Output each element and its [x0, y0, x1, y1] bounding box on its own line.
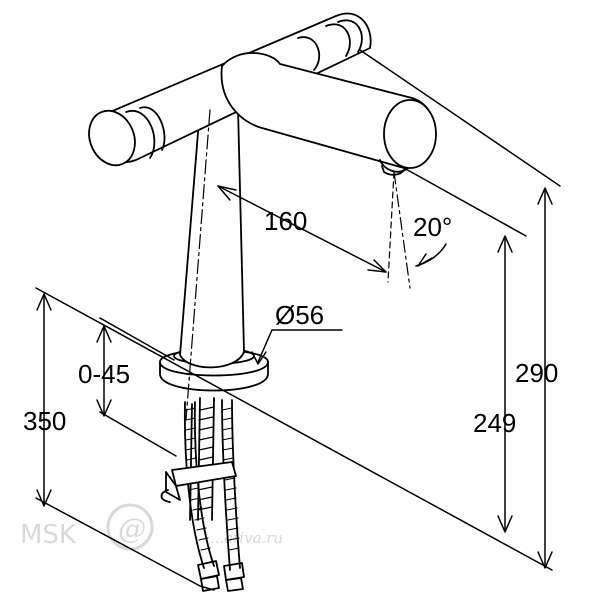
- faucet-body: [179, 107, 245, 369]
- dim-spout-reach: 160: [264, 206, 307, 236]
- spout-angle-line: [387, 171, 395, 283]
- spout-arm: [220, 52, 437, 176]
- mounting-clamp: [160, 461, 237, 503]
- dim-base-diameter: Ø56: [275, 300, 324, 330]
- watermark: MSK @ ...ativa.ru: [20, 503, 283, 551]
- watermark-brand: MSK: [20, 520, 77, 550]
- dimension-lines: [35, 49, 561, 591]
- spout-center-line: [393, 171, 411, 289]
- flexible-hose-left: [183, 401, 220, 592]
- dimension-arrows: [36, 185, 553, 569]
- body-center-line: [185, 109, 211, 421]
- dim-spout-angle: 20°: [413, 212, 452, 242]
- dimension-labels: 160 20° Ø56 0-45 350 249 290: [23, 206, 558, 438]
- dim-total-height: 290: [515, 358, 558, 388]
- watermark-at: @: [118, 512, 146, 545]
- dim-worktop-thickness: 0-45: [78, 359, 130, 389]
- dim-hose-length: 350: [23, 406, 66, 436]
- flexible-hose-right: [221, 399, 245, 592]
- dim-outlet-height: 249: [473, 408, 516, 438]
- watermark-site: ...ativa.ru: [210, 529, 283, 547]
